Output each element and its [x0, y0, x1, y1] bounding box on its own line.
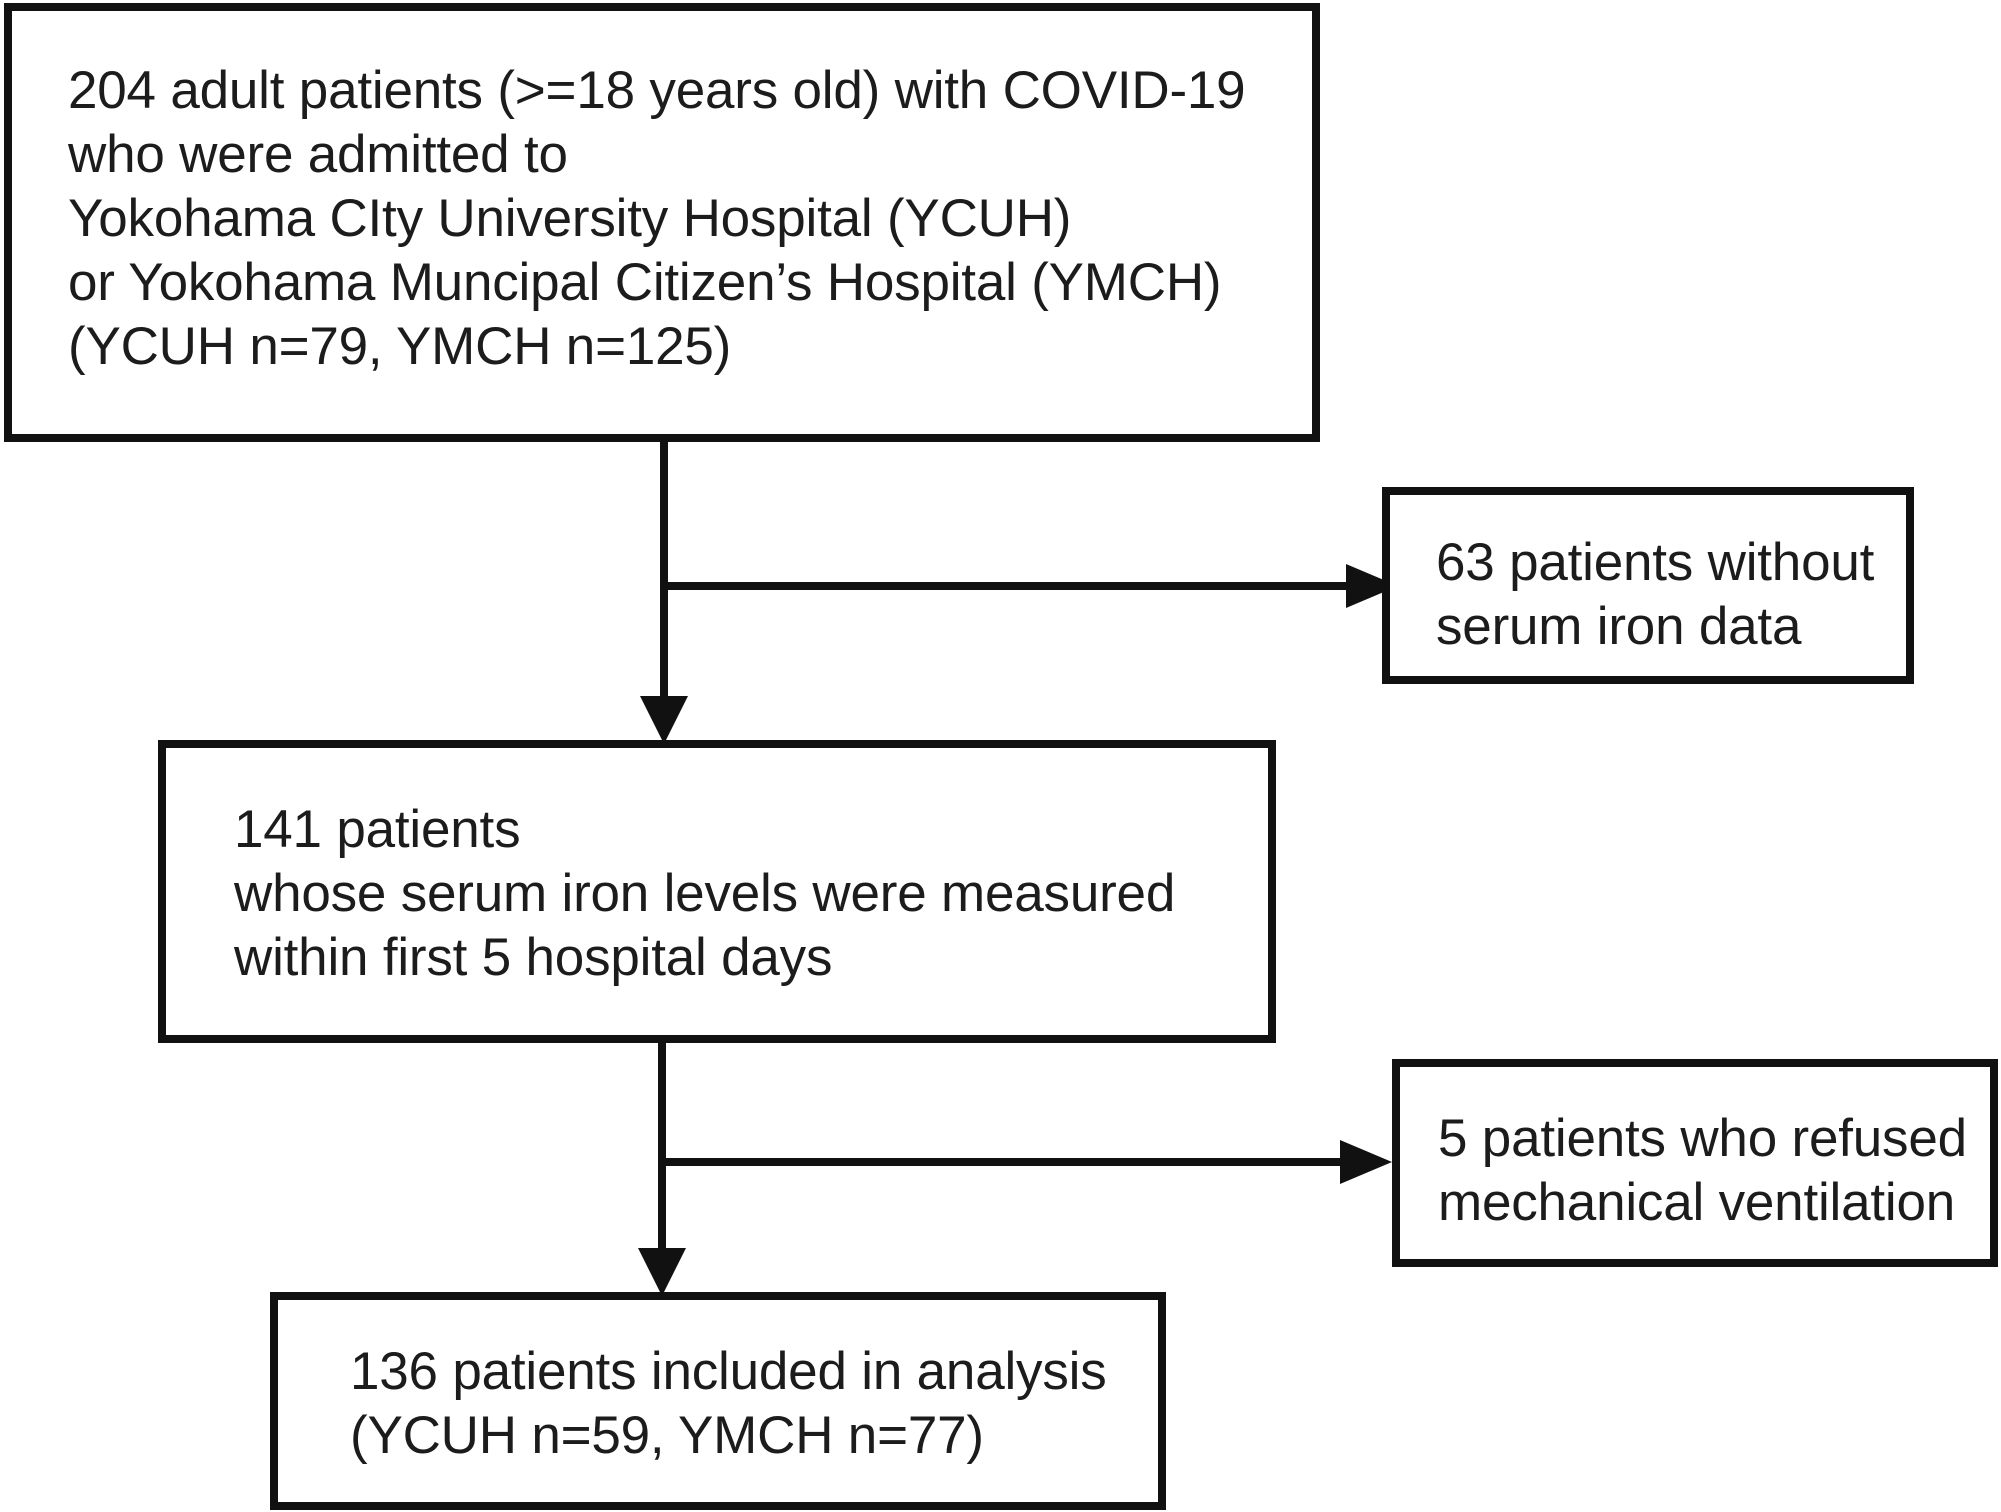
- box-exclusion-refused-ventilation: 5 patients who refused mechanical ventil…: [1392, 1059, 1998, 1267]
- exclusion-2-line-1: 5 patients who refused: [1438, 1109, 1967, 1168]
- measured-cohort-line-2: whose serum iron levels were measured: [234, 864, 1176, 923]
- arrowhead-right-1: [1346, 564, 1398, 608]
- exclusion-2-line-2: mechanical ventilation: [1438, 1173, 1956, 1232]
- initial-cohort-line-5: (YCUH n=79, YMCH n=125): [68, 317, 732, 376]
- box-final-analysis: 136 patients included in analysis (YCUH …: [270, 1292, 1166, 1510]
- box-measured-cohort: 141 patients whose serum iron levels wer…: [158, 740, 1276, 1043]
- measured-cohort-line-1: 141 patients: [234, 800, 521, 859]
- initial-cohort-line-2: who were admitted to: [68, 125, 568, 184]
- measured-cohort-line-3: within first 5 hospital days: [234, 928, 833, 987]
- arrowhead-down-2: [638, 1248, 686, 1296]
- exclusion-1-line-1: 63 patients without: [1436, 533, 1875, 592]
- final-analysis-line-1: 136 patients included in analysis: [350, 1342, 1107, 1401]
- initial-cohort-line-1: 204 adult patients (>=18 years old) with…: [68, 61, 1246, 120]
- arrowhead-down-1: [640, 696, 688, 744]
- box-initial-cohort: 204 adult patients (>=18 years old) with…: [4, 3, 1320, 442]
- initial-cohort-line-4: or Yokohama Muncipal Citizen’s Hospital …: [68, 253, 1222, 312]
- final-analysis-line-2: (YCUH n=59, YMCH n=77): [350, 1406, 984, 1465]
- exclusion-1-line-2: serum iron data: [1436, 597, 1802, 656]
- initial-cohort-line-3: Yokohama CIty University Hospital (YCUH): [68, 189, 1072, 248]
- arrowhead-right-2: [1340, 1140, 1392, 1184]
- box-exclusion-no-serum-iron: 63 patients without serum iron data: [1382, 487, 1914, 684]
